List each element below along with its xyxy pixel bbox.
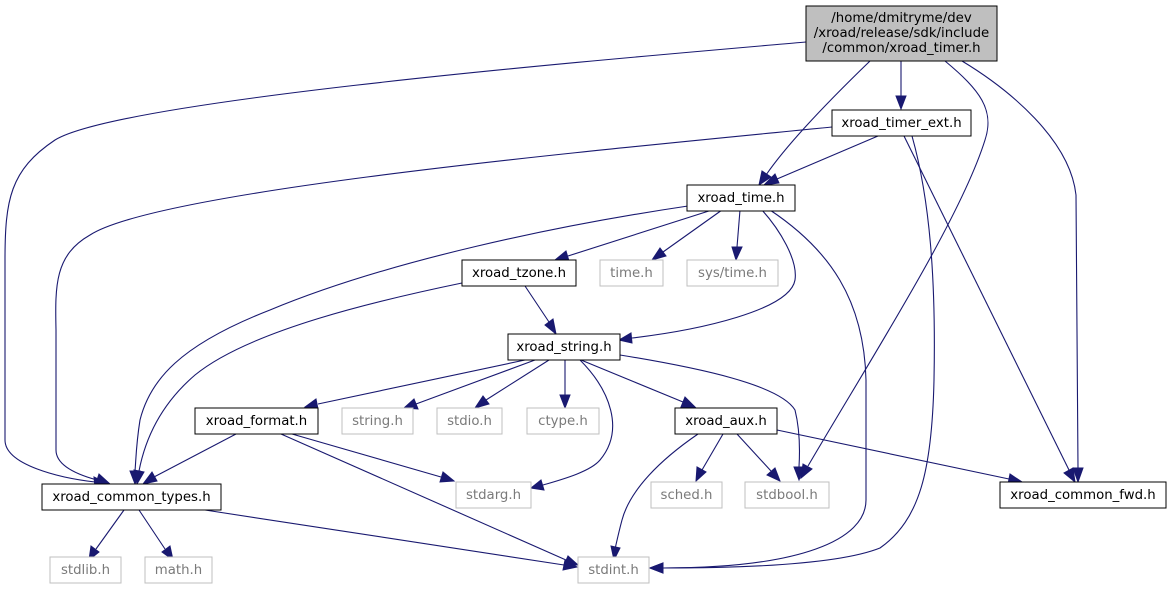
root-path-line-2: /xroad/release/sdk/include xyxy=(814,26,989,41)
node-stdbool-h[interactable]: stdbool.h xyxy=(744,481,830,509)
edge-time-to-tzone xyxy=(553,209,713,262)
edge-time-to-time-sys xyxy=(650,209,723,261)
node-label: math.h xyxy=(155,563,202,578)
edge-root-to-time xyxy=(758,60,871,187)
edge-tzone-to-common-types xyxy=(133,282,463,486)
root-path-line-1: /home/dmitryme/dev xyxy=(831,11,972,26)
edge-tzone-to-string xyxy=(524,285,557,336)
node-label: string.h xyxy=(352,414,403,429)
node-stdarg-h[interactable]: stdarg.h xyxy=(455,481,532,509)
node-math-h[interactable]: math.h xyxy=(144,556,213,584)
node-xroad-common-fwd-h[interactable]: xroad_common_fwd.h xyxy=(999,481,1167,509)
node-label: sys/time.h xyxy=(698,266,767,281)
node-stdint-h[interactable]: stdint.h xyxy=(577,556,650,584)
root-path-line-3: /common/xroad_timer.h xyxy=(822,41,980,56)
edge-time-to-stdint xyxy=(648,209,867,574)
edge-string-to-stdarg xyxy=(529,359,614,491)
node-stdio-h[interactable]: stdio.h xyxy=(436,407,503,435)
edge-root-to-timer-ext xyxy=(895,61,907,111)
edge-format-to-stdarg xyxy=(291,433,456,483)
node-label: xroad_common_fwd.h xyxy=(1010,488,1155,503)
node-label: stdlib.h xyxy=(61,563,110,578)
node-xroad-timer-ext-h[interactable]: xroad_timer_ext.h xyxy=(831,109,972,137)
edge-string-to-ctype xyxy=(559,360,571,410)
node-label: xroad_tzone.h xyxy=(472,266,566,281)
edge-string-to-stdbool xyxy=(619,354,805,482)
node-label: stdint.h xyxy=(588,563,639,578)
node-label: stdbool.h xyxy=(756,488,818,503)
edge-format-to-stdint xyxy=(280,433,580,566)
node-label: ctype.h xyxy=(538,414,588,429)
edge-string-to-aux xyxy=(580,359,697,408)
edges xyxy=(4,41,1084,574)
node-label: time.h xyxy=(610,266,653,281)
node-root-xroad-timer-h[interactable]: /home/dmitryme/dev /xroad/release/sdk/in… xyxy=(805,5,998,62)
node-xroad-tzone-h[interactable]: xroad_tzone.h xyxy=(461,259,577,287)
edge-time-to-sys-time xyxy=(731,209,743,262)
edge-common-types-to-stdlib xyxy=(88,509,125,562)
edge-time-to-string xyxy=(617,209,796,344)
node-label: xroad_time.h xyxy=(697,191,784,206)
node-xroad-format-h[interactable]: xroad_format.h xyxy=(194,407,319,435)
node-label: xroad_common_types.h xyxy=(52,490,210,505)
node-stdlib-h[interactable]: stdlib.h xyxy=(49,556,122,584)
node-sys-time-h[interactable]: sys/time.h xyxy=(686,259,779,287)
node-xroad-time-h[interactable]: xroad_time.h xyxy=(686,184,796,212)
edge-common-types-to-stdint xyxy=(204,509,579,571)
edge-aux-to-stdbool xyxy=(736,433,781,482)
node-label: xroad_aux.h xyxy=(685,414,767,429)
edge-format-to-common-types xyxy=(141,433,237,485)
node-label: stdio.h xyxy=(447,414,492,429)
node-label: xroad_timer_ext.h xyxy=(841,116,961,131)
node-string-h[interactable]: string.h xyxy=(341,407,414,435)
node-xroad-common-types-h[interactable]: xroad_common_types.h xyxy=(41,483,222,511)
node-ctype-h[interactable]: ctype.h xyxy=(526,407,600,435)
node-label: stdarg.h xyxy=(466,488,521,503)
edge-aux-to-sched xyxy=(695,433,724,483)
edge-common-types-to-math xyxy=(138,509,174,562)
node-label: xroad_format.h xyxy=(206,414,307,429)
node-xroad-aux-h[interactable]: xroad_aux.h xyxy=(674,407,778,435)
node-sched-h[interactable]: sched.h xyxy=(650,481,723,509)
edge-string-to-string-sys xyxy=(402,359,536,410)
edge-string-to-stdio xyxy=(473,359,550,409)
edge-timer-ext-to-common-fwd xyxy=(903,135,1076,484)
node-xroad-string-h[interactable]: xroad_string.h xyxy=(507,333,621,361)
node-time-h[interactable]: time.h xyxy=(599,259,664,287)
node-label: xroad_string.h xyxy=(516,340,611,355)
nodes: /home/dmitryme/dev /xroad/release/sdk/in… xyxy=(41,5,1167,584)
edge-timer-ext-to-time xyxy=(762,135,879,186)
edge-root-to-common-fwd xyxy=(961,60,1084,484)
node-label: sched.h xyxy=(661,488,713,503)
